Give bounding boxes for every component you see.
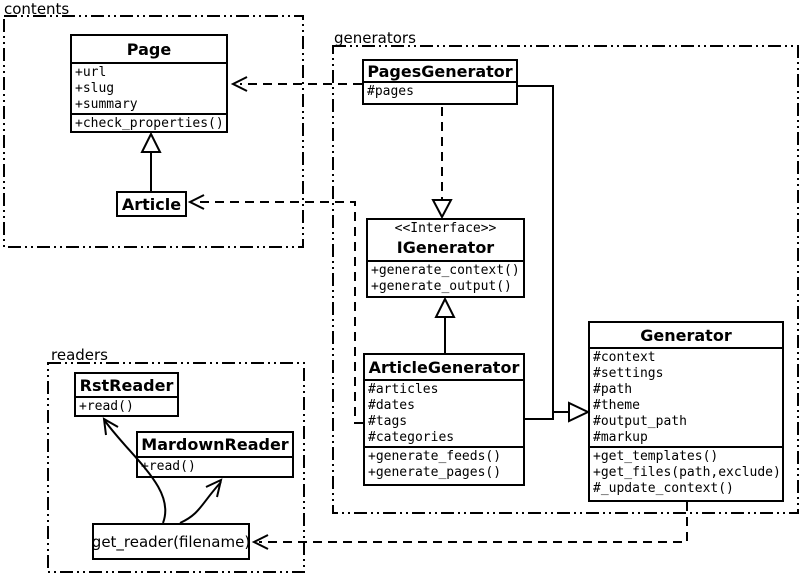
package-label-readers: readers [51,346,108,364]
method: +generate_output() [371,279,512,294]
class-mardown-reader-title: MardownReader [141,435,289,454]
method: +get_files(path,exclude) [593,465,781,480]
class-igenerator: <<Interface>> IGenerator +generate_conte… [366,218,525,298]
inheritance-triangle-article-page [140,131,162,153]
method: +check_properties() [75,116,224,131]
attribute: #tags [368,414,408,429]
class-mardown-reader-methods: +read() [138,456,292,476]
arrowhead-rstreader [102,417,119,436]
class-generator-attributes: #context #settings #path #theme #output_… [590,347,782,446]
class-page: Page +url +slug +summary +check_properti… [70,34,228,133]
function-get-reader-label: get_reader(filename) [91,532,251,551]
attribute: #settings [593,366,664,381]
class-generator: Generator #context #settings #path #them… [588,321,784,502]
inheritance-triangle-generator [568,401,591,423]
attribute: #categories [368,430,455,445]
dependency-arrowhead-getreader [251,534,269,550]
class-page-attributes: +url +slug +summary [72,62,226,113]
method: +read() [79,399,134,414]
package-label-generators: generators [334,29,416,47]
class-rst-reader: RstReader +read() [74,372,179,417]
attribute: #output_path [593,414,687,429]
attribute: +slug [75,81,115,96]
method: #_update_context() [593,481,734,496]
class-pages-generator: PagesGenerator #pages [362,59,518,105]
attribute: +url [75,65,107,80]
method: +generate_pages() [368,465,502,480]
class-igenerator-methods: +generate_context() +generate_output() [368,260,523,296]
class-generator-methods: +get_templates() +get_files(path,exclude… [590,446,782,500]
dependency-line-generator-getreader [259,502,688,543]
dependency-arrowhead-page [230,76,248,92]
attribute: #context [593,350,656,365]
class-rst-reader-title: RstReader [79,375,174,395]
attribute: #markup [593,430,648,445]
class-article-generator: ArticleGenerator #articles #dates #tags … [363,353,525,486]
attribute: +summary [75,97,138,112]
method: +read() [141,459,196,474]
arrowhead-mardownreader [205,478,223,498]
inheritance-triangle-igenerator-bottom [434,296,456,318]
attribute: #path [593,382,633,397]
class-rst-reader-methods: +read() [76,396,177,415]
attribute: #articles [368,382,439,397]
class-pages-generator-title: PagesGenerator [367,61,513,81]
attribute: #theme [593,398,640,413]
dependency-arrowhead-article [187,194,205,210]
class-article-title: Article [121,194,182,214]
dependency-line-articlegenerator-article [195,201,363,424]
class-igenerator-header: <<Interface>> IGenerator [368,220,523,260]
class-pages-generator-attributes: #pages [364,81,516,103]
class-igenerator-title: IGenerator [396,237,495,257]
arrow-curve-getreader-mardownreader [179,481,222,524]
interface-stereotype: <<Interface>> [394,221,497,236]
inheritance-line-pagesgenerator-generator [518,85,571,413]
attribute: #pages [367,84,414,99]
class-article-generator-methods: +generate_feeds() +generate_pages() [365,446,523,484]
method: +generate_context() [371,263,520,278]
class-page-methods: +check_properties() [72,113,226,133]
class-article-generator-title: ArticleGenerator [368,357,520,377]
class-mardown-reader: MardownReader +read() [136,431,294,478]
realization-triangle-igenerator [431,199,453,220]
class-article: Article [116,191,187,217]
method: +generate_feeds() [368,449,502,464]
package-label-contents: contents [4,0,70,18]
attribute: #dates [368,398,415,413]
inheritance-line-articlegenerator-generator [525,412,554,420]
function-get-reader: get_reader(filename) [92,523,250,560]
class-article-generator-attributes: #articles #dates #tags #categories [365,379,523,446]
class-generator-title: Generator [640,325,732,345]
method: +get_templates() [593,449,719,464]
class-page-title: Page [126,39,172,59]
